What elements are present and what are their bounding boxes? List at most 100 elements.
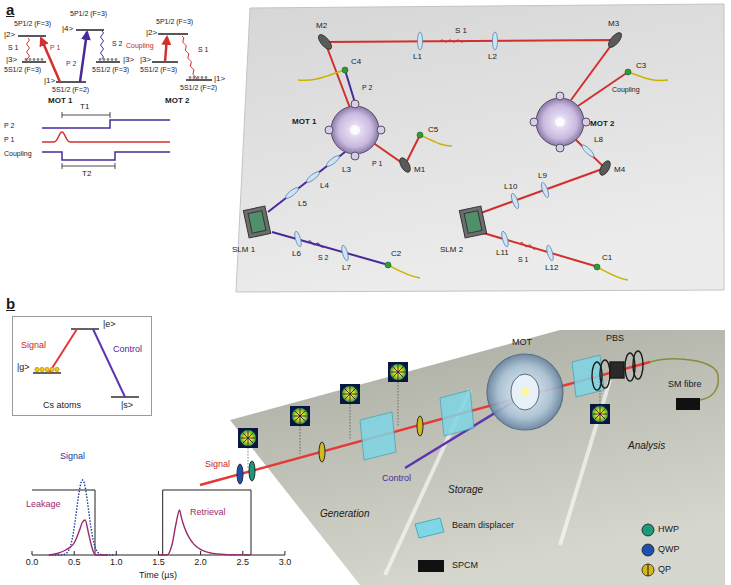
- legend-text: SPCM: [452, 561, 478, 571]
- level-scheme: [13, 317, 173, 417]
- legend-symbol: [642, 564, 654, 576]
- timing-diagram: [42, 112, 170, 169]
- mode-image: [290, 406, 310, 426]
- analysis-optics: [600, 360, 610, 388]
- transition-arrows: [27, 31, 197, 82]
- mot-chamber: [377, 126, 385, 134]
- slm: [459, 206, 486, 238]
- atom-dot: [50, 367, 54, 371]
- legend-symbol: [415, 518, 654, 576]
- level-name: 5S1/2 (F=2): [52, 86, 89, 94]
- energy-levels: [152, 34, 212, 80]
- scheme-title: MOT 1: [48, 97, 72, 106]
- wave-plate: [237, 464, 243, 484]
- slm: [464, 211, 482, 233]
- inset-text: |s>: [121, 401, 133, 411]
- mot-chamber: [351, 152, 359, 160]
- lens: [540, 182, 550, 199]
- state-label: |2>: [4, 31, 15, 40]
- energy-levels: [107, 58, 110, 61]
- energy-levels: [111, 58, 114, 61]
- beam-name: S 1: [518, 256, 529, 264]
- fibre-coupler: [594, 264, 600, 270]
- beam-displacer: [440, 390, 474, 436]
- part-label: C3: [636, 62, 646, 71]
- atom-dot: [40, 367, 44, 371]
- beam-name: S 1: [198, 46, 209, 54]
- legend-symbol: [642, 524, 654, 536]
- tick-label: 0.0: [26, 558, 39, 568]
- beam-name: Coupling: [126, 42, 154, 50]
- fibre-coupler: [625, 69, 631, 75]
- fibre-coupler: [342, 67, 348, 73]
- slm: [243, 206, 270, 238]
- timing-diagram: [42, 132, 170, 142]
- legend-symbol: [415, 518, 444, 538]
- timing-diagram: [62, 112, 110, 118]
- tick-label: 1.5: [152, 558, 165, 568]
- part-label: C4: [351, 58, 361, 67]
- inset-text: Signal: [21, 341, 46, 351]
- part-label: SM fibre: [668, 380, 702, 390]
- beam-displacer: [360, 355, 604, 460]
- part-label: M1: [414, 166, 425, 175]
- part-label: L3: [342, 166, 351, 175]
- fibre-coupler: [417, 132, 423, 138]
- mot-chamber: [350, 125, 360, 135]
- mode-image: [590, 404, 610, 424]
- state-label: |2>: [146, 29, 157, 38]
- part-label: M4: [614, 166, 625, 175]
- optical-table: [236, 4, 724, 292]
- atom-dot: [35, 367, 39, 371]
- analysis-optics: [633, 351, 643, 379]
- state-label: |1>: [214, 75, 225, 84]
- part-label: L10: [504, 183, 517, 192]
- level-line: [71, 328, 99, 329]
- mot-chamber: [325, 92, 590, 160]
- trace-label: Retrieval: [190, 508, 226, 518]
- legend-text: QWP: [658, 545, 680, 555]
- panel-letter: a: [6, 2, 14, 19]
- wave-plate: [249, 461, 255, 481]
- energy-levels: [201, 76, 204, 79]
- legend-symbol: [418, 560, 444, 572]
- beam-name: Signal: [205, 460, 230, 470]
- state-label: |3>: [6, 56, 17, 65]
- lens: [493, 32, 498, 50]
- mot-chamber: [556, 144, 564, 152]
- mot-chamber: [536, 98, 584, 146]
- lens: [284, 32, 595, 261]
- beam-displacer: [360, 412, 396, 460]
- lens: [284, 186, 300, 200]
- delay-label: T2: [82, 170, 91, 179]
- level-name: 5P1/2 (F=3): [156, 18, 193, 26]
- chamber-label: MOT 1: [292, 118, 316, 127]
- beam-name: P 2: [66, 60, 76, 68]
- transition-arrows: [27, 38, 30, 62]
- level-name: 5S1/2 (F=3): [92, 66, 129, 74]
- mot-chamber: [582, 118, 590, 126]
- time-trace: [32, 490, 251, 555]
- fibre-coupler: [298, 70, 668, 280]
- beam-name: S 1: [8, 44, 19, 52]
- lens: [500, 231, 509, 248]
- inset-box: |e>SignalControl|g>|s>Cs atoms: [12, 316, 152, 416]
- timing-diagram: [42, 152, 170, 160]
- energy-levels: [18, 30, 120, 82]
- wave-plate: [237, 416, 423, 484]
- inset-text: Control: [113, 345, 142, 355]
- stage-name: Storage: [448, 484, 483, 495]
- panel-letter: b: [6, 296, 15, 313]
- legend-text: QP: [658, 565, 671, 575]
- legend-text: HWP: [658, 525, 679, 535]
- state-label: |1>: [44, 77, 55, 86]
- laser-beams: [308, 241, 324, 247]
- mirror: [398, 156, 413, 174]
- wave-plate: [417, 416, 423, 436]
- lens: [510, 193, 520, 210]
- stage-name: Analysis: [628, 440, 665, 451]
- mot-chamber: [351, 100, 359, 108]
- mode-image: [238, 362, 610, 468]
- state-label: |4>: [62, 25, 73, 34]
- part-label: PBS: [606, 334, 624, 344]
